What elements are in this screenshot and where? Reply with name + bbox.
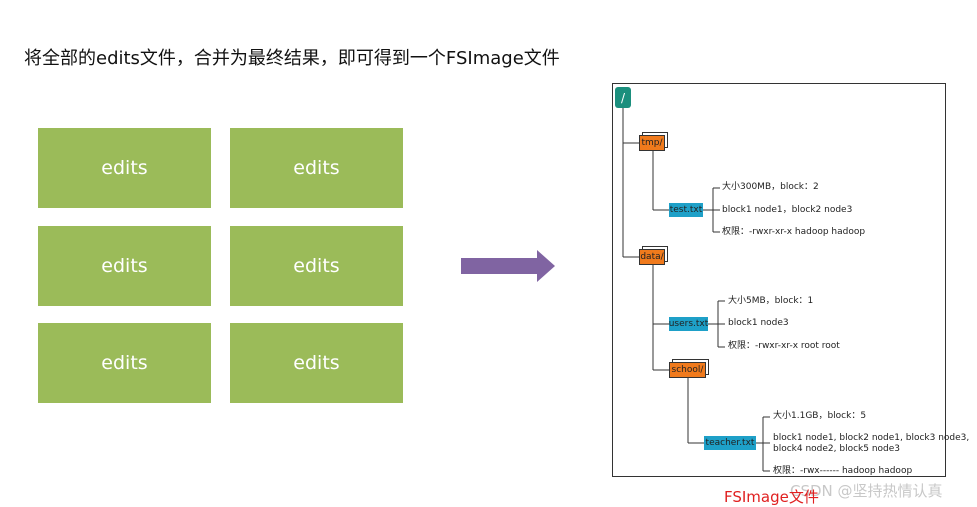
teacher-txt-size: 大小1.1GB，block：5 <box>773 411 867 421</box>
users-txt-size: 大小5MB，block：1 <box>728 296 814 306</box>
data-dir-node: data/ <box>639 249 665 265</box>
teacher-txt-permission: 权限：-rwx------ hadoop hadoop <box>773 466 913 476</box>
edits-box: edits <box>38 323 211 403</box>
users-txt-permission: 权限：-rwxr-xr-x root root <box>728 341 840 351</box>
test-txt-size: 大小300MB，block：2 <box>722 182 819 192</box>
test-txt-permission: 权限：-rwxr-xr-x hadoop hadoop <box>722 227 866 237</box>
watermark: CSDN @坚持热情认真 <box>790 482 943 500</box>
edits-box: edits <box>230 323 403 403</box>
teacher-txt-blocks: block1 node1, block2 node1, block3 node3… <box>773 433 970 443</box>
users-txt-file-node: users.txt <box>668 317 709 331</box>
edits-box: edits <box>38 128 211 208</box>
users-txt-blocks: block1 node3 <box>728 318 789 328</box>
teacher-txt-file-node: teacher.txt <box>704 436 756 450</box>
edits-box: edits <box>38 226 211 306</box>
school-dir-node: school/ <box>669 362 706 378</box>
fsimage-tree-frame <box>612 83 946 477</box>
edits-box: edits <box>230 128 403 208</box>
fsimage-caption: FSImage文件 <box>724 488 819 506</box>
page-heading: 将全部的edits文件，合并为最终结果，即可得到一个FSImage文件 <box>24 48 560 69</box>
edits-box: edits <box>230 226 403 306</box>
test-txt-file-node: test.txt <box>669 203 703 217</box>
tmp-dir-node: tmp/ <box>639 135 665 151</box>
teacher-txt-blocks-cont: block4 node2, block5 node3 <box>773 444 901 454</box>
test-txt-blocks: block1 node1，block2 node3 <box>722 205 853 215</box>
tree-root-node: / <box>615 87 631 108</box>
right-arrow-icon <box>461 250 555 282</box>
